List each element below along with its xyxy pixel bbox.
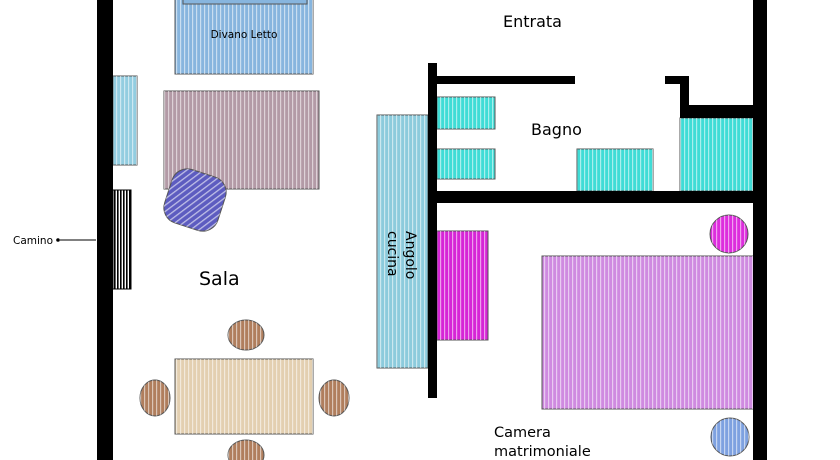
wall-shower-jamb	[680, 76, 689, 118]
camino-label: Camino	[13, 235, 53, 247]
wall-west	[97, 0, 113, 460]
wall-bath-north-right	[665, 76, 689, 84]
nightstand-bottom	[710, 417, 750, 457]
wall-bath-north-left	[428, 76, 575, 84]
wall-bath-south	[428, 191, 767, 203]
room-label-entrata: Entrata	[503, 12, 562, 31]
fireplace-stripe	[120, 190, 122, 289]
bath-fixture-upper	[436, 96, 496, 130]
kitchen-counter	[376, 114, 429, 369]
walls	[97, 0, 767, 460]
camino-callout	[56, 238, 96, 242]
sofa-bed-label: Divano Letto	[211, 29, 278, 41]
bedroom-label-line2: matrimoniale	[494, 444, 591, 460]
fireplace-stripe	[117, 190, 119, 289]
shower	[679, 117, 754, 192]
double-bed	[541, 255, 755, 410]
fireplace	[112, 189, 132, 290]
wall-kitchen-partition	[428, 63, 437, 398]
bedroom-label-line1: Camera	[494, 425, 551, 441]
dining-chair-top	[227, 319, 265, 351]
dining-chair-bottom	[227, 439, 265, 460]
sofa-bed	[174, 0, 314, 75]
dining-chair-left	[139, 379, 171, 417]
fireplace-stripe	[129, 190, 131, 289]
bath-fixture-center	[576, 148, 654, 192]
bath-fixture-lower	[436, 148, 496, 180]
wall-east	[753, 0, 767, 460]
nightstand-top	[709, 214, 749, 254]
dining-table	[174, 358, 314, 435]
room-label-sala: Sala	[199, 268, 240, 290]
dining-chair-right	[318, 379, 350, 417]
fireplace-stripe	[126, 190, 128, 289]
fireplace-stripe	[114, 190, 116, 289]
bedroom-cabinet	[436, 230, 489, 341]
fireplace-stripe	[123, 190, 125, 289]
side-cabinet	[112, 75, 138, 166]
wall-shower-head	[680, 105, 760, 118]
kitchen-label-line1: Angolo	[402, 231, 418, 279]
room-label-bagno: Bagno	[531, 120, 582, 139]
armchair	[163, 168, 227, 232]
kitchen-label-line2: cucina	[384, 231, 400, 277]
